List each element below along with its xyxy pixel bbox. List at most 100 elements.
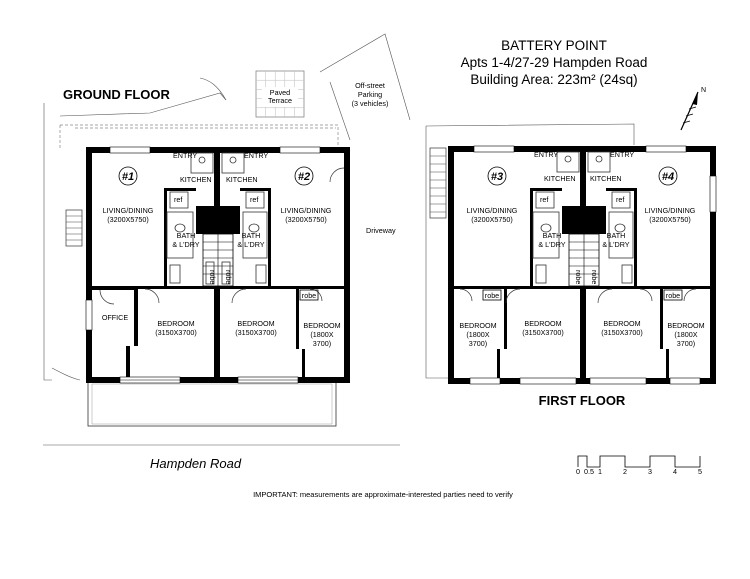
apt4-ref: ref <box>616 195 624 204</box>
apt4-bath: BATH <box>607 231 626 240</box>
apt3-laundry: & L'DRY <box>538 240 565 249</box>
apt2-bath: BATH <box>242 231 261 240</box>
apt2-bedroom2: BEDROOM <box>303 321 340 330</box>
apt4-robe: robe <box>590 270 599 284</box>
ground-floor-internal-stairs <box>202 233 234 287</box>
apt3-bedroom: BEDROOM <box>524 319 561 328</box>
apartment-2: #2 ENTRY KITCHEN ref LIVING/DINING (3200… <box>224 151 341 348</box>
apt1-kitchen: KITCHEN <box>180 175 212 184</box>
apt3-bedroom-dim: (3150X3700) <box>522 328 564 337</box>
apt3-bedroom2-dim2: 3700) <box>469 339 487 348</box>
apartment-4: #4 ENTRY KITCHEN ref LIVING/DINING (3200… <box>590 150 705 348</box>
site-boundary-left <box>43 103 52 381</box>
apartment-3: #3 ENTRY KITCHEN ref LIVING/DINING (3200… <box>459 150 583 348</box>
scale-tick-2: 2 <box>623 467 627 476</box>
apt1-bath: BATH <box>177 231 196 240</box>
apt2-laundry: & L'DRY <box>237 240 264 249</box>
apt1-robe: robe <box>208 270 217 284</box>
parking-label-1: Off-street <box>355 81 385 90</box>
site-boundary-top <box>59 92 227 117</box>
apt1-bedroom: BEDROOM <box>157 319 194 328</box>
road-label: Hampden Road <box>150 456 242 471</box>
apt4-robe2: robe <box>666 291 680 300</box>
first-floor-deck-outline <box>425 123 635 379</box>
scale-tick-4: 4 <box>673 467 677 476</box>
first-floor-label: FIRST FLOOR <box>539 393 626 408</box>
header-building-area: Building Area: 223m² (24sq) <box>470 72 637 87</box>
apartment-3-number: #3 <box>491 171 503 183</box>
apt4-laundry: & L'DRY <box>602 240 629 249</box>
apt2-bedroom: BEDROOM <box>237 319 274 328</box>
apt3-kitchen: KITCHEN <box>544 174 576 183</box>
apt1-ref: ref <box>174 195 182 204</box>
eave-line <box>59 124 339 148</box>
apt1-bedroom-dim: (3150X3700) <box>155 328 197 337</box>
front-deck <box>87 381 337 427</box>
apt4-bedroom2: BEDROOM <box>667 321 704 330</box>
apt3-living: LIVING/DINING <box>467 206 518 215</box>
apt2-living: LIVING/DINING <box>281 206 332 215</box>
apt3-bedroom2: BEDROOM <box>459 321 496 330</box>
apt2-robe2: robe <box>302 291 316 300</box>
first-floor-doors <box>459 288 697 304</box>
paved-terrace-label-1: Paved <box>270 88 290 97</box>
scale-tick-0-5: 0.5 <box>584 467 594 476</box>
scale-bar: 0 0.5 1 2 3 4 5 <box>576 455 702 476</box>
apartment-2-number: #2 <box>298 171 310 183</box>
first-floor-windows <box>469 145 717 385</box>
office-label: OFFICE <box>102 313 129 322</box>
scale-tick-3: 3 <box>648 467 652 476</box>
apt3-entry: ENTRY <box>534 150 558 159</box>
apartment-1-number: #1 <box>122 171 134 183</box>
ground-floor-fixtures <box>166 152 268 285</box>
first-floor-internal-stairs <box>568 233 600 287</box>
ground-floor-label: GROUND FLOOR <box>63 87 170 102</box>
parking-label-2: Parking <box>358 90 382 99</box>
parking-boundary <box>319 33 411 121</box>
apt2-bedroom2-dim2: 3700) <box>313 339 331 348</box>
apt2-entry: ENTRY <box>244 151 268 160</box>
apt4-bedroom-dim: (3150X3700) <box>601 328 643 337</box>
ground-floor-doors <box>99 167 345 305</box>
first-floor-fixtures <box>532 151 634 284</box>
scale-tick-0: 0 <box>576 467 580 476</box>
apt4-bedroom2-dim2: 3700) <box>677 339 695 348</box>
apt3-robe: robe <box>574 270 583 284</box>
apt4-living: LIVING/DINING <box>645 206 696 215</box>
first-floor-left-stairs <box>429 147 447 219</box>
apt1-living: LIVING/DINING <box>103 206 154 215</box>
apt3-living-dim: (3200X5750) <box>471 215 513 224</box>
header-address: Apts 1-4/27-29 Hampden Road <box>461 55 648 70</box>
apt3-bedroom2-dim1: (1800X <box>466 330 489 339</box>
apt2-kitchen: KITCHEN <box>226 175 258 184</box>
parking-label-3: (3 vehicles) <box>352 99 389 108</box>
apt4-living-dim: (3200X5750) <box>649 215 691 224</box>
apt4-entry: ENTRY <box>610 150 634 159</box>
important-note: IMPORTANT: measurements are approximate-… <box>253 490 513 499</box>
apt1-living-dim: (3200X5750) <box>107 215 149 224</box>
apartment-4-number: #4 <box>662 171 674 183</box>
apt2-robe: robe <box>224 270 233 284</box>
apt3-bath: BATH <box>543 231 562 240</box>
scale-tick-5: 5 <box>698 467 702 476</box>
apt3-robe2: robe <box>485 291 499 300</box>
apt4-bedroom: BEDROOM <box>603 319 640 328</box>
apt1-laundry: & L'DRY <box>172 240 199 249</box>
driveway-label: Driveway <box>366 226 396 235</box>
north-label: N <box>701 87 706 94</box>
apt1-entry: ENTRY <box>173 151 197 160</box>
header-title: BATTERY POINT <box>501 38 607 53</box>
apt4-bedroom2-dim1: (1800X <box>674 330 697 339</box>
ground-floor-left-stairs <box>65 209 83 247</box>
apt2-ref: ref <box>250 195 258 204</box>
north-arrow-icon: N <box>680 87 706 131</box>
paved-terrace-label-2: Terrace <box>268 96 292 105</box>
ground-floor-windows <box>85 146 321 384</box>
apt4-kitchen: KITCHEN <box>590 174 622 183</box>
apt2-bedroom-dim: (3150X3700) <box>235 328 277 337</box>
apt3-ref: ref <box>540 195 548 204</box>
paved-terrace: Paved Terrace <box>255 70 305 118</box>
apartment-1: #1 ENTRY KITCHEN ref LIVING/DINING (3200… <box>102 151 217 337</box>
